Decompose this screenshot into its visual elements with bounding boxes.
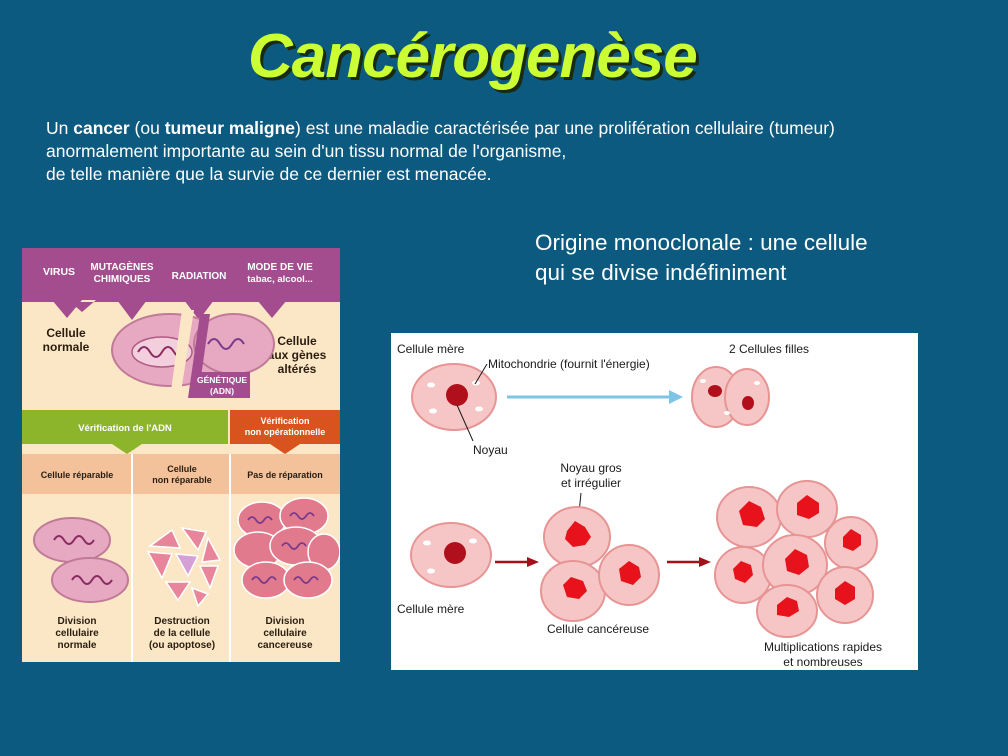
arrow-down-icon xyxy=(112,444,142,454)
factor-mode-vie-1: MODE DE VIE xyxy=(247,262,313,273)
daughter-cells xyxy=(691,366,770,428)
col3-footer-3: cancereuse xyxy=(257,640,312,651)
mitochondrie-label: Mitochondrie (fournit l'énergie) xyxy=(488,357,650,371)
noyau-gros-label-2: et irrégulier xyxy=(561,476,621,490)
verification-adn-label: Vérification de l'ADN xyxy=(78,423,172,434)
cancer-cell-cluster-small xyxy=(540,506,660,622)
cellule-normale-label-2: normale xyxy=(43,340,90,354)
cancer-division-cells xyxy=(233,497,340,599)
subtitle-line-2: qui se divise indéfiniment xyxy=(535,260,787,285)
verification-adn-band xyxy=(22,410,228,444)
arrow-down-icon xyxy=(117,300,147,320)
intro-line-2: anormalement importante au sein d'un tis… xyxy=(46,141,567,161)
normal-division-cells xyxy=(33,517,129,603)
verification-non-op-label-1: Vérification xyxy=(260,416,309,426)
intro-text: ) est une maladie caractérisée par une p… xyxy=(295,118,835,138)
arrow-down-icon xyxy=(52,300,82,318)
col3-header: Pas de réparation xyxy=(247,470,323,480)
intro-line-3: de telle manière que la survie de ce der… xyxy=(46,164,492,184)
intro-paragraph: Un cancer (ou tumeur maligne) est une ma… xyxy=(46,117,976,186)
intro-text: Un xyxy=(46,118,74,138)
factor-radiation: RADIATION xyxy=(172,271,227,282)
arrow-down-icon xyxy=(257,300,287,318)
factor-mutagenes-2: CHIMIQUES xyxy=(94,274,151,285)
genetique-badge xyxy=(194,372,250,398)
col2-footer-3: (ou apoptose) xyxy=(149,640,215,651)
intro-term-tumeur-maligne: tumeur maligne xyxy=(164,118,296,138)
noyau-label: Noyau xyxy=(473,443,508,457)
monoclonal-subtitle: Origine monoclonale : une cellule qui se… xyxy=(535,228,868,288)
outcome-header-row xyxy=(22,454,340,494)
factors-diagram-svg: VIRUS MUTAGÈNES CHIMIQUES RADIATION MODE… xyxy=(22,248,340,662)
cellule-alteree-label-2: aux gènes xyxy=(268,348,327,362)
arrow-right-icon xyxy=(699,557,711,567)
cancer-cell-cluster-large xyxy=(714,480,878,638)
multiplications-label-1: Multiplications rapides xyxy=(764,640,882,654)
genetique-label-2: (ADN) xyxy=(210,386,234,396)
noyau-gros-label-1: Noyau gros xyxy=(560,461,621,475)
noyau-pointer xyxy=(456,404,474,442)
cellule-cancereuse-label: Cellule cancéreuse xyxy=(547,622,649,636)
col2-header-1: Cellule xyxy=(167,464,197,474)
cellule-alteree-label-3: altérés xyxy=(278,362,317,376)
cellules-filles-label: 2 Cellules filles xyxy=(729,342,809,356)
intro-text: (ou xyxy=(129,118,165,138)
factors-header-band xyxy=(22,248,340,300)
col2-footer-2: de la cellule xyxy=(154,628,211,639)
cellule-alteree-label-1: Cellule xyxy=(277,334,317,348)
factor-mutagenes-1: MUTAGÈNES xyxy=(90,260,153,273)
factor-virus: VIRUS xyxy=(43,266,75,278)
split-cell-illustration xyxy=(111,310,275,398)
col1-footer-3: normale xyxy=(58,640,97,651)
cell-division-svg: Cellule mère Mitochondrie (fournit l'éne… xyxy=(397,342,882,669)
multiplications-label-2: et nombreuses xyxy=(783,655,862,669)
cellule-mere-bottom-label: Cellule mère xyxy=(397,602,465,616)
genetique-label-1: GÉNÉTIQUE xyxy=(197,375,247,385)
col2-footer-1: Destruction xyxy=(154,616,210,627)
col3-footer-2: cellulaire xyxy=(263,628,307,639)
arrow-down-icon xyxy=(270,444,300,454)
cellule-normale-label-1: Cellule xyxy=(46,326,86,340)
mother-cell-cancer-origin xyxy=(410,522,492,588)
cellule-mere-top-label: Cellule mère xyxy=(397,342,465,356)
carcinogenesis-factors-diagram: VIRUS MUTAGÈNES CHIMIQUES RADIATION MODE… xyxy=(22,248,340,662)
col1-footer-2: cellulaire xyxy=(55,628,99,639)
arrow-right-icon xyxy=(527,557,539,567)
apoptosis-fragments xyxy=(146,526,222,608)
verification-non-op-label-2: non opérationnelle xyxy=(245,427,326,437)
mother-cell-normal xyxy=(411,363,497,431)
mitochondrie-pointer xyxy=(474,363,488,385)
col1-footer-1: Division xyxy=(58,616,97,627)
cell-division-diagram: Cellule mère Mitochondrie (fournit l'éne… xyxy=(391,333,918,670)
intro-term-cancer: cancer xyxy=(73,118,130,138)
col3-footer-1: Division xyxy=(266,616,305,627)
arrow-right-icon xyxy=(669,390,683,404)
slide-title: Cancérogenèse xyxy=(248,22,698,91)
col1-header: Cellule réparable xyxy=(41,470,114,480)
col2-header-2: non réparable xyxy=(152,475,212,485)
verification-non-op-band xyxy=(230,410,340,444)
subtitle-line-1: Origine monoclonale : une cellule xyxy=(535,230,868,255)
factor-mode-vie-2: tabac, alcool... xyxy=(247,274,312,285)
arrow-down-icon xyxy=(184,300,214,320)
